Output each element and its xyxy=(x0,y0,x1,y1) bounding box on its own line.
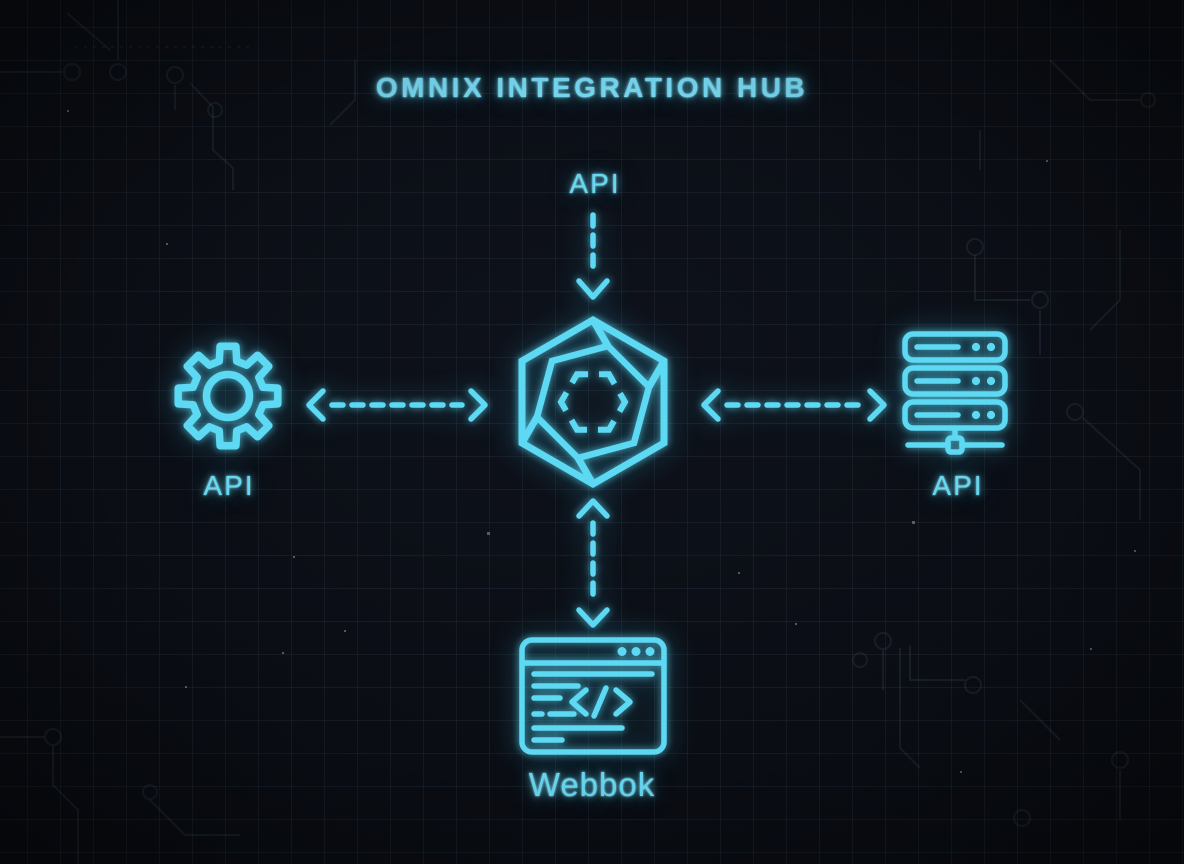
node-label-api-top: API xyxy=(569,168,621,199)
node-label-api-left: API xyxy=(203,470,255,501)
hub-logo-hexagon-icon xyxy=(518,315,668,489)
gear-icon xyxy=(174,342,282,450)
edge-arrow-left xyxy=(306,388,488,422)
node-label-webhook: Webbok xyxy=(528,766,656,803)
edge-arrow-bottom xyxy=(576,498,610,628)
edge-arrow-right xyxy=(701,388,887,422)
node-label-api-right: API xyxy=(932,470,984,501)
server-rack-icon xyxy=(902,331,1008,455)
edge-arrow-top xyxy=(576,212,610,300)
code-browser-icon xyxy=(519,637,667,755)
page-title: OMNIX INTEGRATION HUB xyxy=(375,72,809,103)
